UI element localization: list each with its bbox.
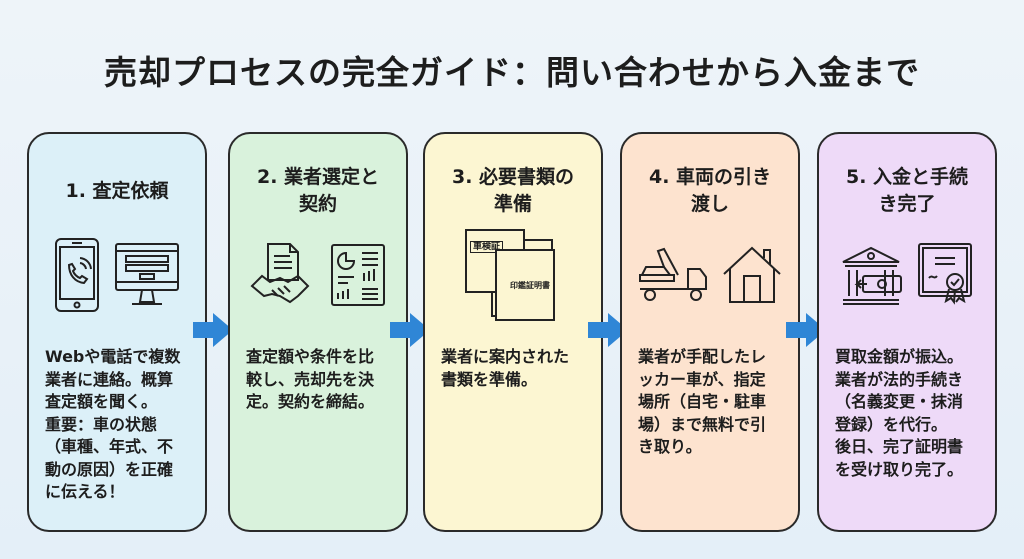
step-description: Webや電話で複数業者に連絡。概算査定額を聞く。重要：車の状態 （車種、年式、不動… [45, 346, 197, 504]
text-line: 業者に案内された [441, 347, 570, 366]
step-heading: 5. 入金と手続き完了 [831, 156, 983, 226]
arrow-right-icon [588, 313, 628, 347]
computer-monitor-icon [115, 243, 179, 305]
bank-money-icon [842, 246, 902, 305]
heading-line: 3. 必要書類の [451, 166, 575, 188]
arrow-right-icon [786, 313, 826, 347]
smartphone-call-icon [55, 238, 99, 312]
step-description: 業者に案内された書類を準備。 [441, 346, 593, 391]
text-line: を受け取り完了。 [835, 459, 964, 479]
handshake-contract-icon [250, 243, 310, 304]
text-line: （車種、年式、不 [45, 437, 174, 456]
text-line: 定。契約を締結。 [246, 392, 375, 411]
text-line: 登録）を代行。 [835, 414, 948, 434]
step-card-3: 3. 必要書類の準備 車検証 印鑑証明書 業者に案内された書類を準備。 [423, 132, 603, 532]
documents-icon: 車検証 印鑑証明書 [463, 229, 563, 321]
step-description: 査定額や条件を比較し、売却先を決定。契約を締結。 [246, 346, 398, 414]
arrow-right-icon [193, 313, 233, 347]
page-title: 売却プロセスの完全ガイド：問い合わせから入金まで [104, 53, 920, 92]
text-line: 査定額や条件を比 [246, 347, 375, 366]
text-line: 書類を準備。 [441, 369, 538, 389]
text-line: （名義変更・抹消 [835, 392, 964, 411]
text-line: 後日、完了証明書 [835, 437, 964, 456]
text-line: き取り。 [638, 437, 702, 456]
heading-line: 2. 業者選定と [256, 166, 380, 188]
text-line: に伝える！ [45, 482, 125, 501]
text-line: 重要：車の状態 [45, 414, 158, 434]
tow-truck-icon [639, 247, 707, 301]
step-heading: 3. 必要書類の準備 [437, 156, 589, 226]
text-line: 業者が手配したレ [638, 347, 767, 366]
step-card-4: 4. 車両の引き渡し 業者が手配したレッカー車が、指定場所（自宅・駐車場）まで無… [620, 132, 800, 532]
heading-line: き完了 [878, 193, 936, 215]
text-line: 査定額を聞く。 [45, 392, 158, 411]
text-line: ッカー車が、指定 [638, 369, 766, 389]
step-heading: 4. 車両の引き渡し [634, 156, 786, 226]
text-line: 買取金額が振込。 [835, 347, 964, 366]
step-heading: 1. 査定依頼 [41, 156, 193, 226]
report-chart-icon [331, 244, 385, 306]
arrow-right-icon [390, 313, 430, 347]
step-card-1: 1. 査定依頼 Webや電話で複数業者に連絡。概算査定額を聞く。重要：車の状態 （… [27, 132, 207, 532]
heading-line: 準備 [493, 193, 532, 215]
doc-label: 印鑑証明書 [510, 281, 550, 290]
text-line: 業者が法的手続き [835, 369, 964, 389]
step-card-5: 5. 入金と手続き完了 買取金額が振込。業者が法的手続き （名義変更・抹消登録）を… [817, 132, 997, 532]
heading-line: 5. 入金と手続 [845, 166, 969, 188]
heading-line: 4. 車両の引き [648, 166, 772, 188]
step-card-2: 2. 業者選定と契約 査定額や条件を比較し、売却先を決定。契約を締結。 [228, 132, 408, 532]
step-heading: 2. 業者選定と契約 [242, 156, 394, 226]
heading-line: 渡し [690, 193, 729, 215]
step-description: 業者が手配したレッカー車が、指定場所（自宅・駐車場）まで無料で引き取り。 [638, 346, 790, 459]
text-line: Webや電話で複数 [45, 347, 181, 366]
text-line: 動の原因）を正確 [45, 459, 174, 479]
text-line: 業者に連絡。概算 [45, 369, 174, 389]
step-description: 買取金額が振込。業者が法的手続き （名義変更・抹消登録）を代行。後日、完了証明書を… [835, 346, 987, 481]
heading-line: 1. 査定依頼 [65, 179, 169, 202]
doc-label: 車検証 [470, 241, 504, 253]
heading-line: 契約 [298, 193, 337, 215]
house-icon [723, 246, 781, 303]
certificate-icon [918, 243, 972, 305]
text-line: 場所（自宅・駐車 [638, 392, 767, 411]
text-line: 場）まで無料で引 [638, 414, 767, 434]
text-line: 較し、売却先を決 [246, 369, 375, 389]
